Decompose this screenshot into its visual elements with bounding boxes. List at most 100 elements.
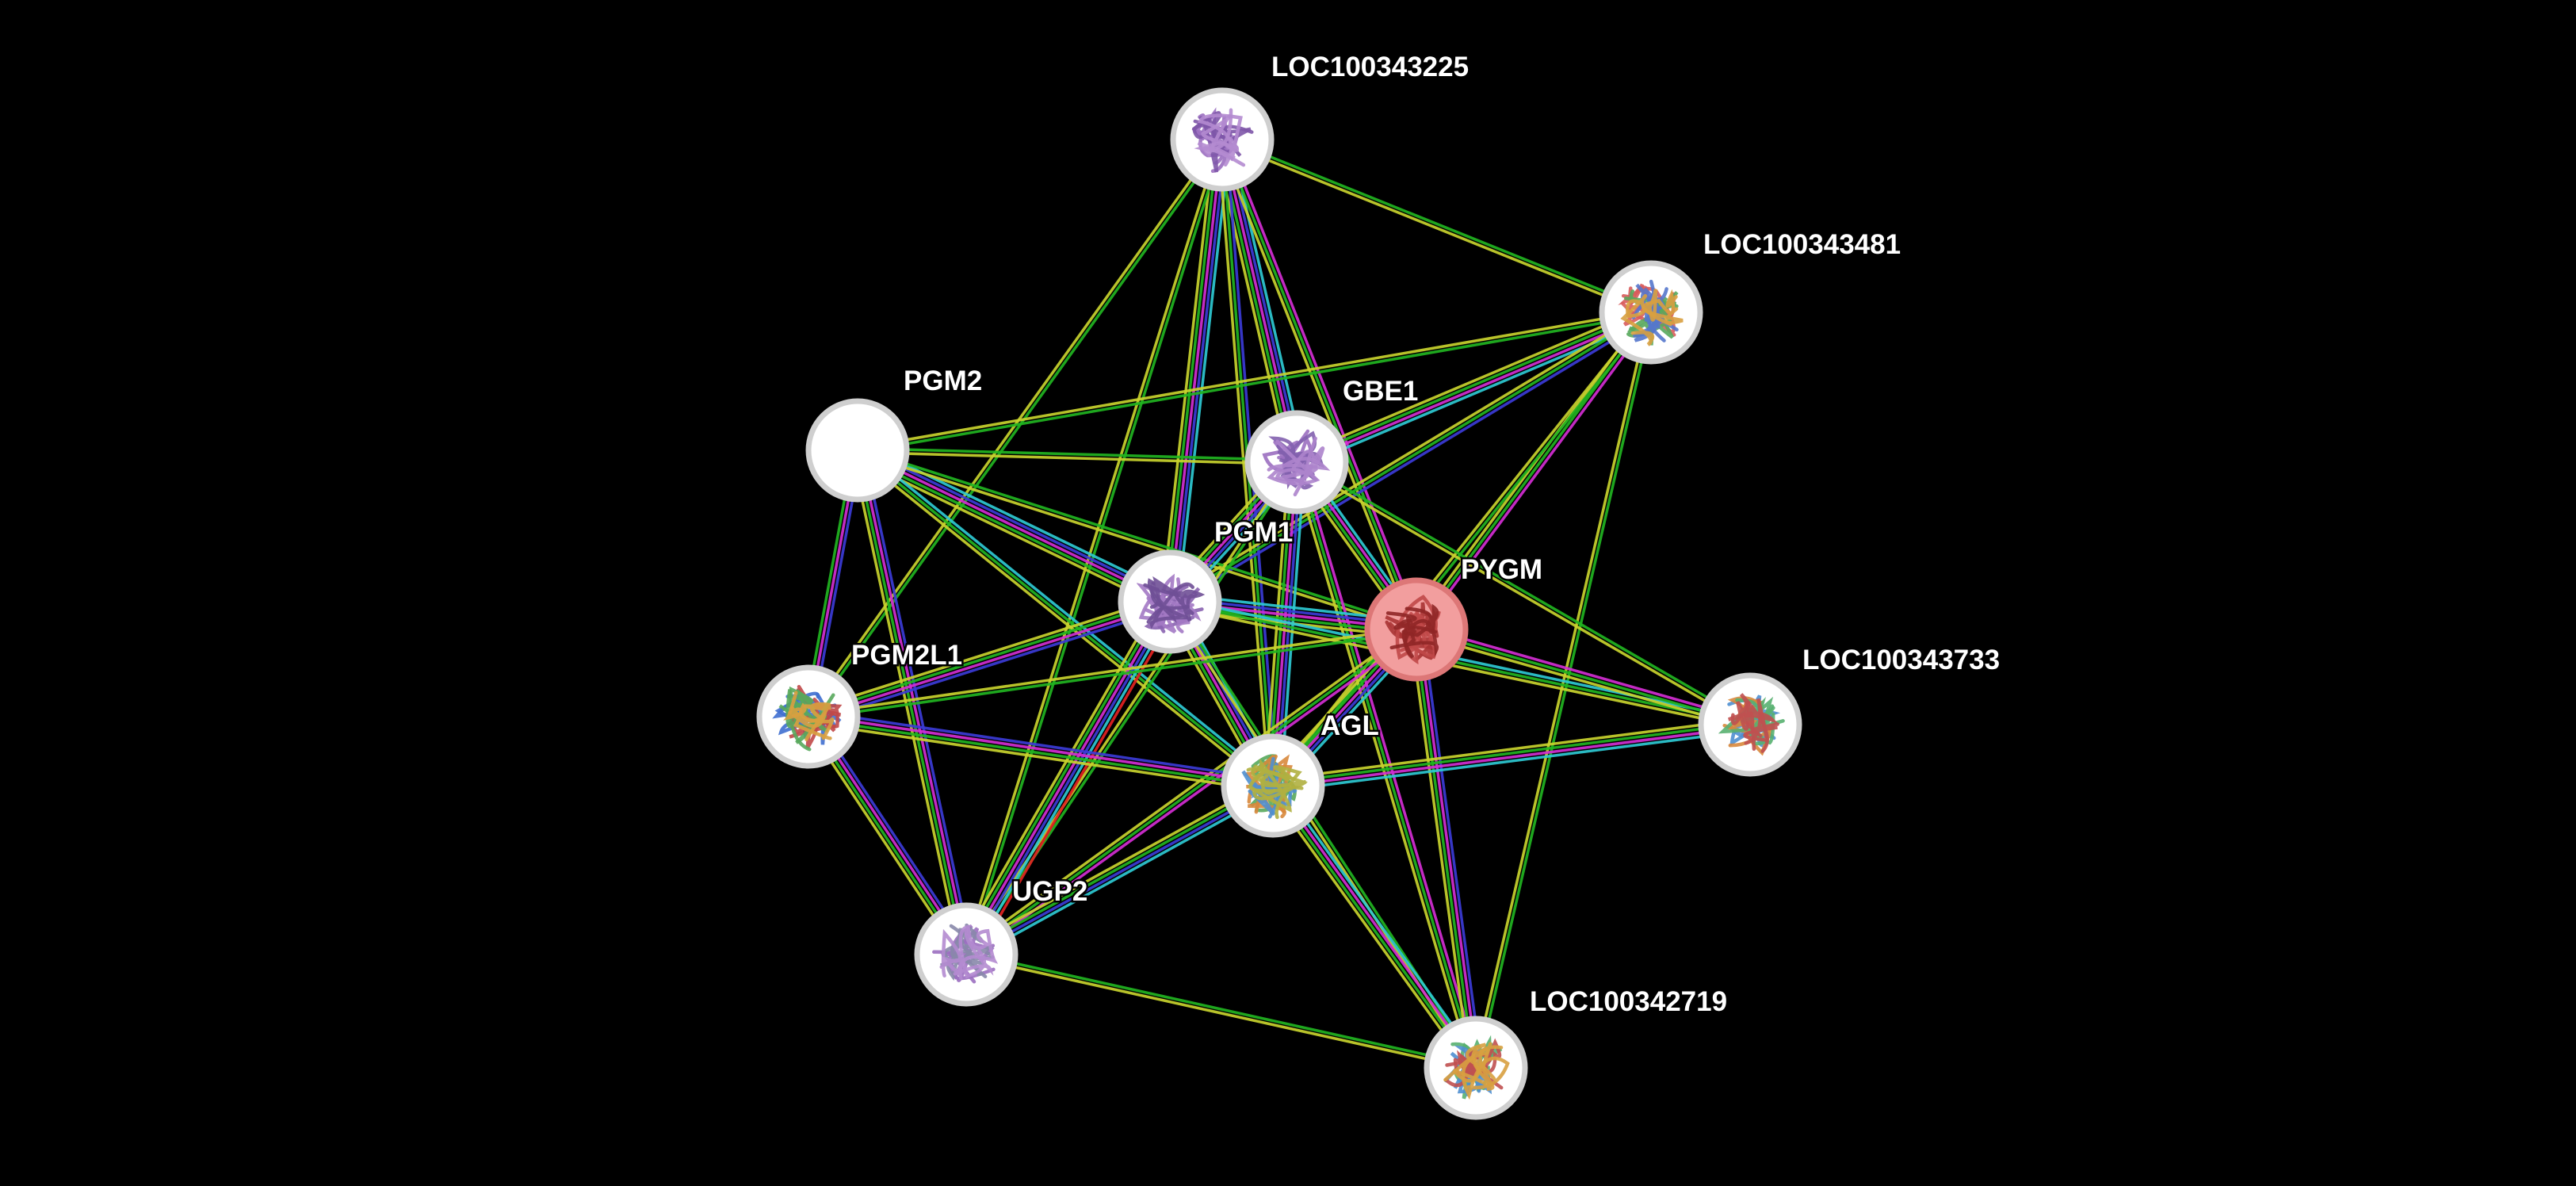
edge-line-green <box>1416 628 1751 726</box>
structure-thumbnail <box>1241 754 1308 820</box>
protein-node-gbe1[interactable] <box>1244 410 1349 515</box>
interaction-edge-pgm2-agl[interactable] <box>854 446 1277 790</box>
edge-line-magenta <box>1168 139 1224 603</box>
edge-line-green <box>1272 721 1750 786</box>
interaction-edge-pygm-loc719[interactable] <box>1408 628 1484 1069</box>
edge-line-green <box>808 629 1417 721</box>
edge-line-lime <box>1221 140 1651 316</box>
edge-line-blue <box>858 445 1172 600</box>
edge-line-blue <box>862 449 974 954</box>
edge-line-magenta <box>1416 624 1752 722</box>
structure-thumbnail <box>1385 595 1441 665</box>
interaction-edge-agl-loc719[interactable] <box>1267 781 1482 1073</box>
edge-line-lime <box>1217 140 1415 632</box>
edge-line-blue <box>1172 140 1228 603</box>
edge-layer <box>802 136 1752 1073</box>
edge-line-magenta <box>1416 629 1480 1068</box>
edge-line-magenta <box>1273 783 1479 1068</box>
edge-line-blue <box>809 606 1172 724</box>
edge-line-green <box>855 452 1169 607</box>
edge-line-blue <box>966 602 1173 957</box>
interaction-edge-loc225-pgm1[interactable] <box>1160 138 1232 603</box>
protein-node-pgm1[interactable] <box>1118 549 1222 654</box>
protein-node-pygm[interactable] <box>1364 577 1469 682</box>
interaction-edge-loc225-pgm2l1[interactable] <box>805 137 1225 719</box>
edge-line-magenta <box>1297 312 1653 465</box>
edge-line-cyan <box>860 442 1175 596</box>
protein-node-loc733[interactable] <box>1698 672 1802 777</box>
edge-line-green <box>966 140 1226 956</box>
interaction-edge-loc225-ugp2[interactable] <box>962 138 1226 956</box>
node-label-gbe1: GBE1 <box>1343 376 1418 407</box>
edge-line-magenta <box>857 449 1171 603</box>
edge-line-lime <box>956 595 1163 951</box>
edge-line-blue <box>966 786 1275 958</box>
structure-thumbnail <box>1136 573 1206 634</box>
interaction-edge-gbe1-loc733[interactable] <box>1294 459 1752 728</box>
structure-thumbnail <box>772 684 843 752</box>
structure-thumbnail <box>1618 279 1684 346</box>
node-layer <box>756 87 1802 1120</box>
edge-line-magenta <box>1273 725 1751 790</box>
edge-line-cyan <box>1176 140 1232 603</box>
protein-node-pgm2[interactable] <box>805 398 910 503</box>
edge-line-lime <box>1168 604 1750 730</box>
node-bubble <box>805 398 910 503</box>
edge-line-magenta <box>1224 137 1422 629</box>
edge-line-lime <box>857 308 1651 450</box>
edge-line-cyan <box>969 603 1177 958</box>
interaction-edge-pgm2l1-agl[interactable] <box>807 709 1275 794</box>
edge-line-lime <box>1415 632 1750 730</box>
edge-line-cyan <box>1276 781 1482 1065</box>
interaction-edge-loc733-agl[interactable] <box>1271 717 1752 794</box>
interaction-edge-pygm-loc733[interactable] <box>1415 624 1752 730</box>
protein-node-pgm2l1[interactable] <box>756 664 861 769</box>
edge-line-lime <box>965 955 1476 1072</box>
interaction-edge-pgm2-gbe1[interactable] <box>857 446 1298 466</box>
edge-line-blue <box>1420 628 1484 1068</box>
edge-line-green <box>1412 629 1476 1069</box>
edge-line-green <box>808 717 1273 790</box>
protein-node-loc719[interactable] <box>1424 1016 1528 1120</box>
protein-node-loc225[interactable] <box>1170 87 1275 192</box>
node-label-pgm1: PGM1 <box>1214 517 1293 548</box>
edge-line-magenta <box>963 599 1170 955</box>
edge-line-lime <box>1271 717 1750 782</box>
interaction-edge-pygm-pgm2l1[interactable] <box>808 626 1417 721</box>
protein-node-loc481[interactable] <box>1599 260 1703 365</box>
structure-thumbnail <box>1262 429 1331 497</box>
edge-line-green <box>856 449 1275 787</box>
edge-line-green <box>965 628 1418 956</box>
interaction-edge-ugp2-loc719[interactable] <box>965 951 1477 1072</box>
interaction-edge-loc481-pgm1[interactable] <box>1167 308 1654 606</box>
edge-line-lime <box>1160 138 1216 602</box>
edge-line-green <box>1221 139 1418 630</box>
protein-node-ugp2[interactable] <box>914 902 1019 1007</box>
protein-node-agl[interactable] <box>1221 733 1325 838</box>
interaction-edge-pgm1-pgm2l1[interactable] <box>806 595 1172 724</box>
edge-line-lime <box>805 137 1222 717</box>
interaction-edge-agl-ugp2[interactable] <box>962 779 1277 962</box>
edge-line-magenta <box>1221 139 1298 463</box>
interaction-edge-loc225-pygm[interactable] <box>1217 137 1422 632</box>
edge-line-green <box>1169 311 1652 603</box>
edge-line-green <box>858 446 1418 629</box>
edge-line-blue <box>808 709 1275 782</box>
edge-line-green <box>807 598 1170 717</box>
structure-thumbnail <box>932 923 999 984</box>
interaction-edge-loc225-loc481[interactable] <box>1221 136 1653 316</box>
edge-line-green <box>1270 786 1476 1070</box>
edge-line-green <box>1164 139 1220 602</box>
edge-line-lime <box>856 450 1416 633</box>
edge-line-green <box>858 312 1652 454</box>
edge-line-lime <box>806 595 1169 713</box>
node-bubble <box>1170 87 1275 192</box>
node-label-loc719: LOC100342719 <box>1530 986 1727 1017</box>
interaction-edge-pgm2-pygm[interactable] <box>856 446 1418 633</box>
edge-line-green <box>1169 600 1751 726</box>
structure-thumbnail <box>1718 693 1785 756</box>
interaction-edge-loc481-pgm2[interactable] <box>857 308 1652 454</box>
